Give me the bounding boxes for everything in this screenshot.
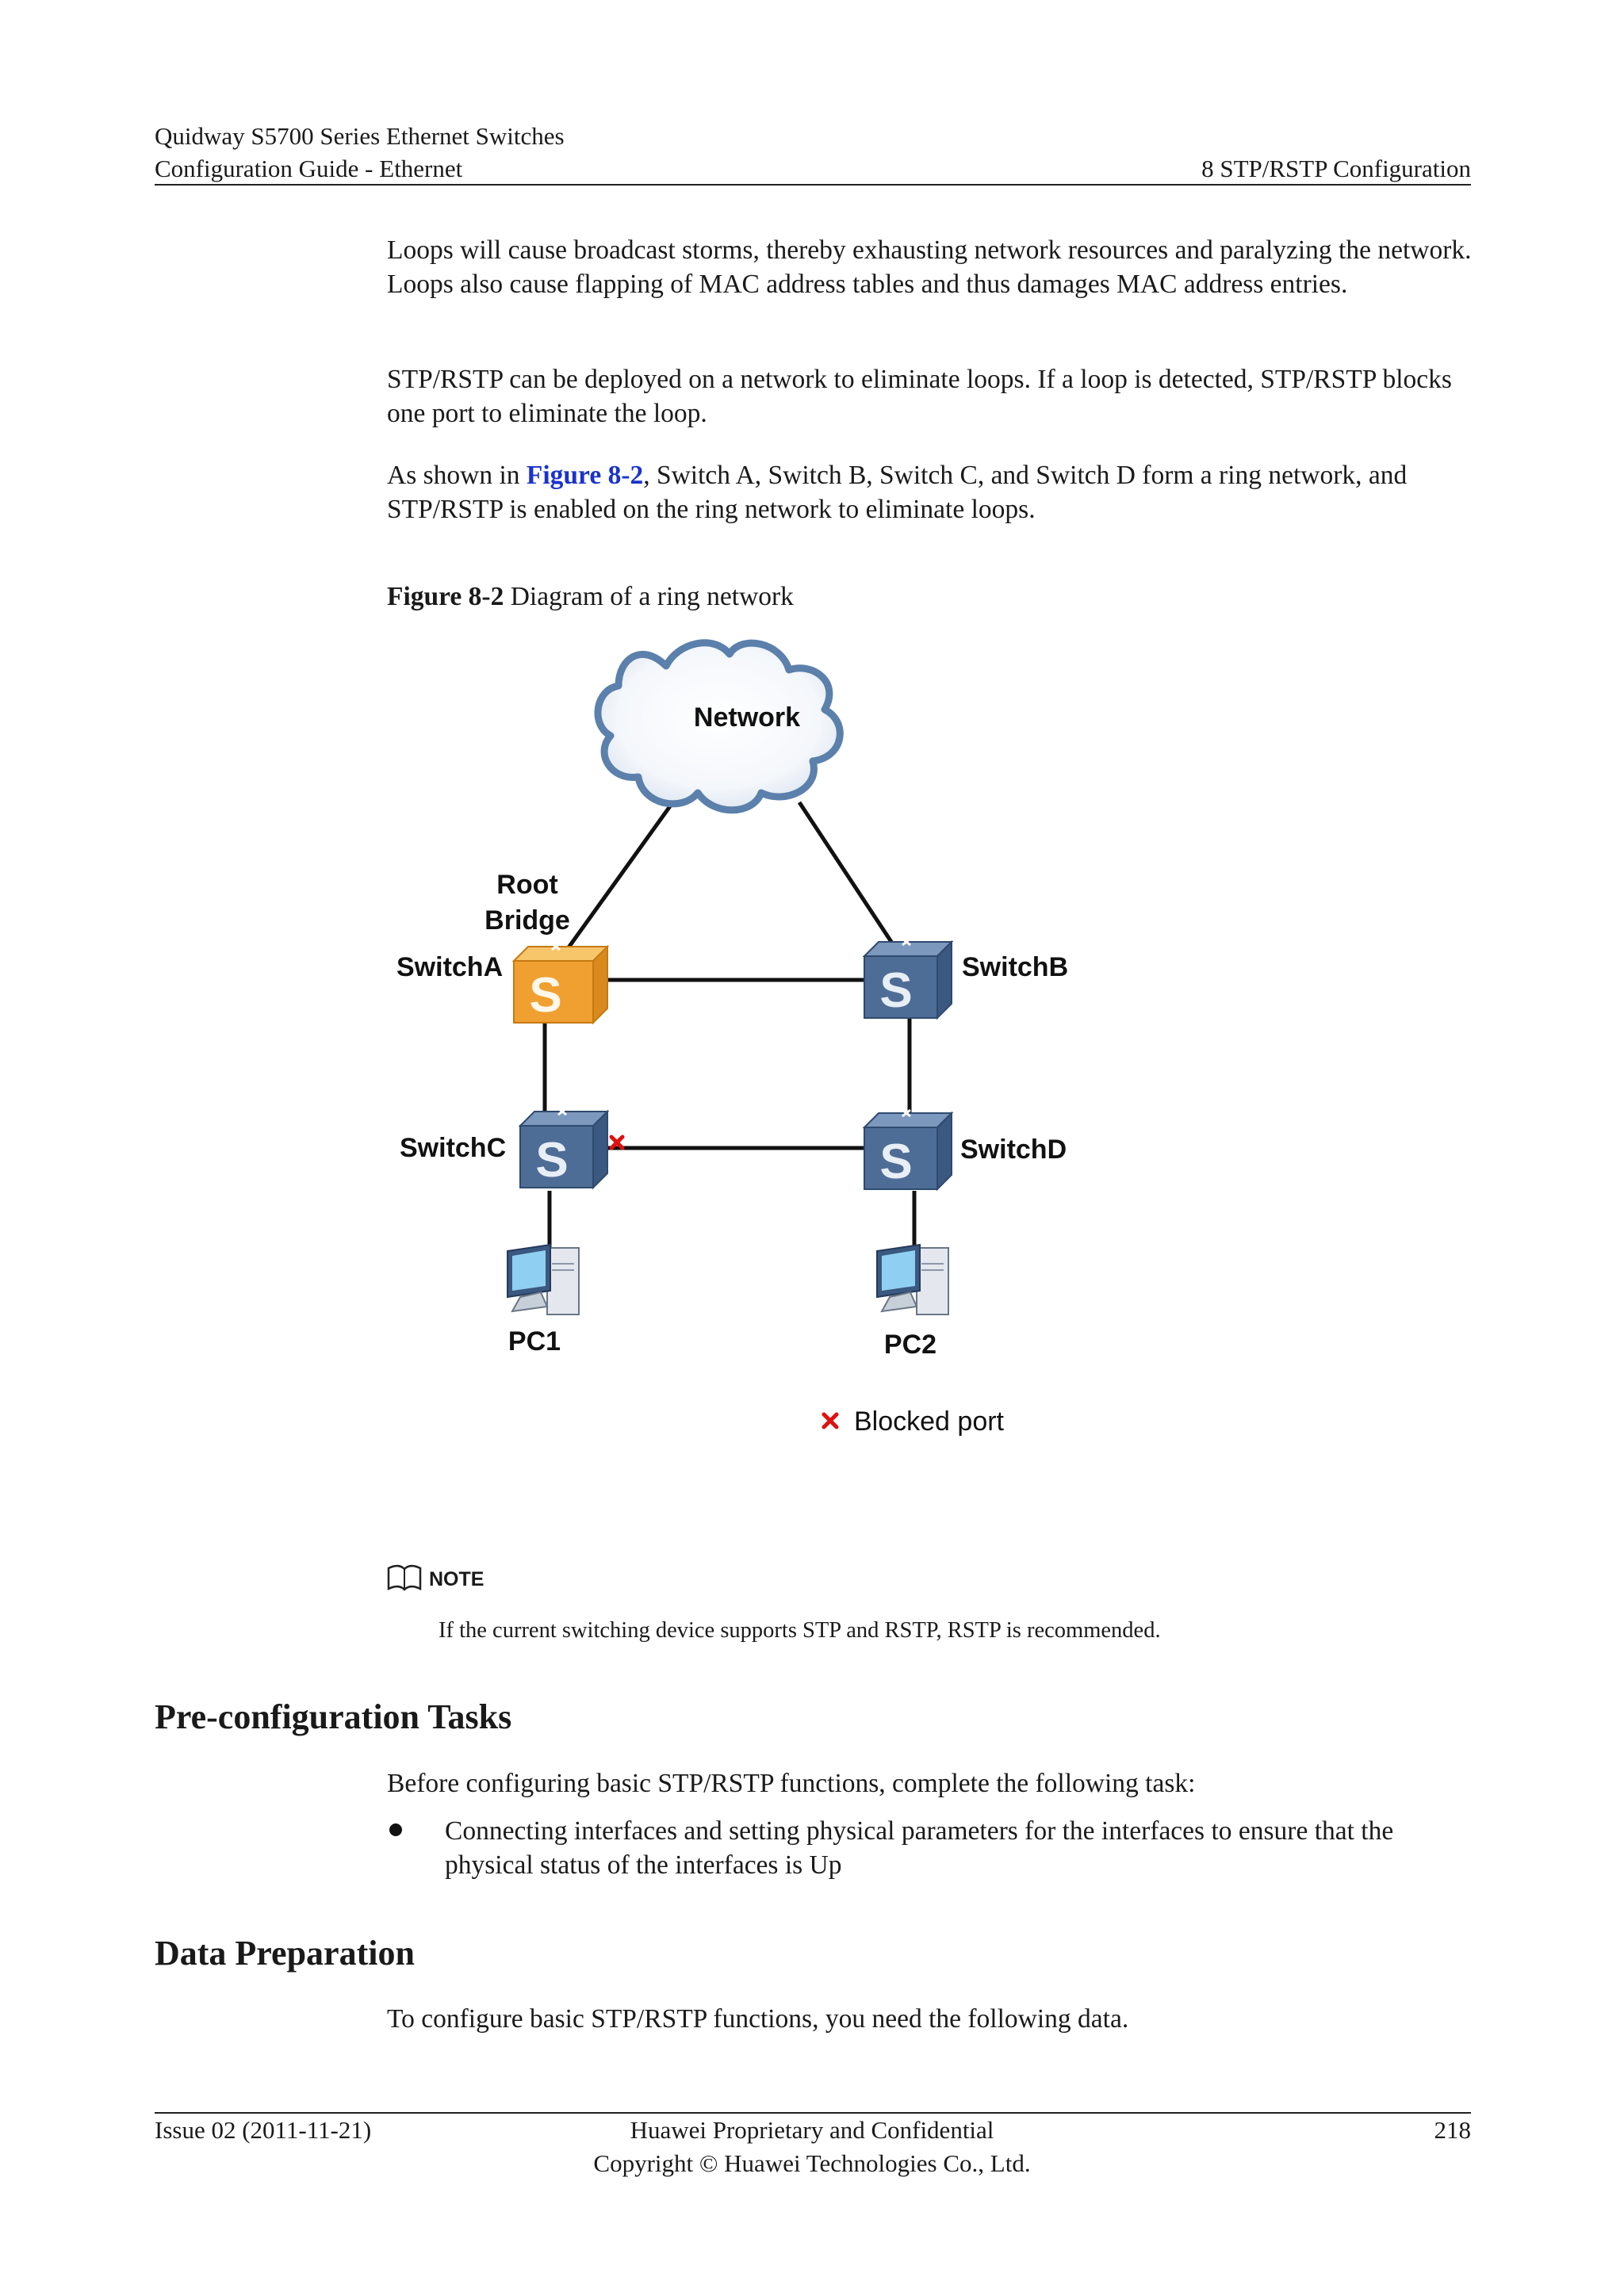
legend-blocked-icon [822, 1412, 839, 1429]
p3-before: As shown in [387, 461, 527, 490]
heading-data-prep: Data Preparation [155, 1934, 415, 1973]
header-product: Quidway S5700 Series Ethernet Switches [155, 122, 565, 150]
bullet-dot [389, 1823, 402, 1836]
figure-caption: Figure 8-2 Diagram of a ring network [387, 580, 794, 614]
root-label-line1: Root [496, 870, 557, 900]
note-label: NOTE [429, 1568, 485, 1590]
root-label-line2: Bridge [485, 905, 570, 936]
data-prep-intro: To configure basic STP/RSTP functions, y… [387, 2004, 1129, 2034]
switch-a-icon: S [511, 942, 610, 1025]
link-network-switchb [797, 801, 897, 948]
switch-b-glyph: S [879, 963, 912, 1018]
pc1-icon [507, 1243, 580, 1315]
book-icon [387, 1564, 422, 1591]
network-label: Network [694, 702, 800, 733]
switch-a-glyph: S [529, 968, 561, 1023]
preconfig-bullet-line1: Connecting interfaces and setting physic… [445, 1816, 1394, 1846]
footer-confidential: Huawei Proprietary and Confidential [630, 2116, 994, 2144]
blocked-port-icon [609, 1135, 625, 1150]
pc2-label: PC2 [884, 1330, 936, 1360]
header-rule [155, 184, 1471, 186]
link-network-switcha [562, 788, 684, 955]
paragraph-loops: Loops will cause broadcast storms, there… [387, 235, 1472, 299]
preconfig-bullet-line2: physical status of the interfaces is Up [445, 1850, 842, 1880]
switch-c-label: SwitchC [400, 1133, 506, 1163]
switch-d-icon: S [862, 1108, 954, 1192]
legend-blocked-label: Blocked port [854, 1406, 1005, 1437]
footer-copyright: Copyright © Huawei Technologies Co., Ltd… [593, 2149, 1031, 2177]
network-cloud: Network [594, 639, 844, 814]
switch-b-label: SwitchB [962, 952, 1068, 982]
footer-rule [155, 2112, 1471, 2114]
switch-a-label: SwitchA [396, 952, 503, 982]
figure-link[interactable]: Figure 8-2 [526, 461, 644, 490]
links [542, 788, 917, 1253]
pc1-label: PC1 [508, 1326, 561, 1357]
figure-title: Diagram of a ring network [504, 582, 794, 611]
heading-preconfig: Pre-configuration Tasks [155, 1697, 512, 1736]
footer-issue: Issue 02 (2011-11-21) [155, 2116, 372, 2144]
switch-d-label: SwitchD [960, 1135, 1067, 1165]
pc2-icon [876, 1243, 949, 1315]
header-guide: Configuration Guide - Ethernet [155, 155, 463, 182]
ring-network-diagram: Network Root Bridge S SwitchA S SwitchB … [396, 639, 1068, 1437]
figure-number: Figure 8-2 [387, 582, 504, 611]
preconfig-intro: Before configuring basic STP/RSTP functi… [387, 1769, 1196, 1798]
paragraph-ring-network: As shown in Figure 8-2, Switch A, Switch… [387, 458, 1472, 526]
switch-b-icon: S [862, 937, 954, 1020]
header-chapter: 8 STP/RSTP Configuration [1201, 155, 1471, 182]
switch-c-icon: S [518, 1107, 610, 1190]
paragraph-stp-deploy: STP/RSTP can be deployed on a network to… [387, 365, 1452, 428]
note-text: If the current switching device supports… [439, 1618, 1161, 1643]
switch-d-glyph: S [879, 1135, 912, 1189]
p3-after: , Switch A, Switch B, Switch C, and Swit… [387, 461, 1408, 524]
footer-page-number: 218 [1434, 2116, 1472, 2144]
switch-c-glyph: S [535, 1133, 568, 1188]
